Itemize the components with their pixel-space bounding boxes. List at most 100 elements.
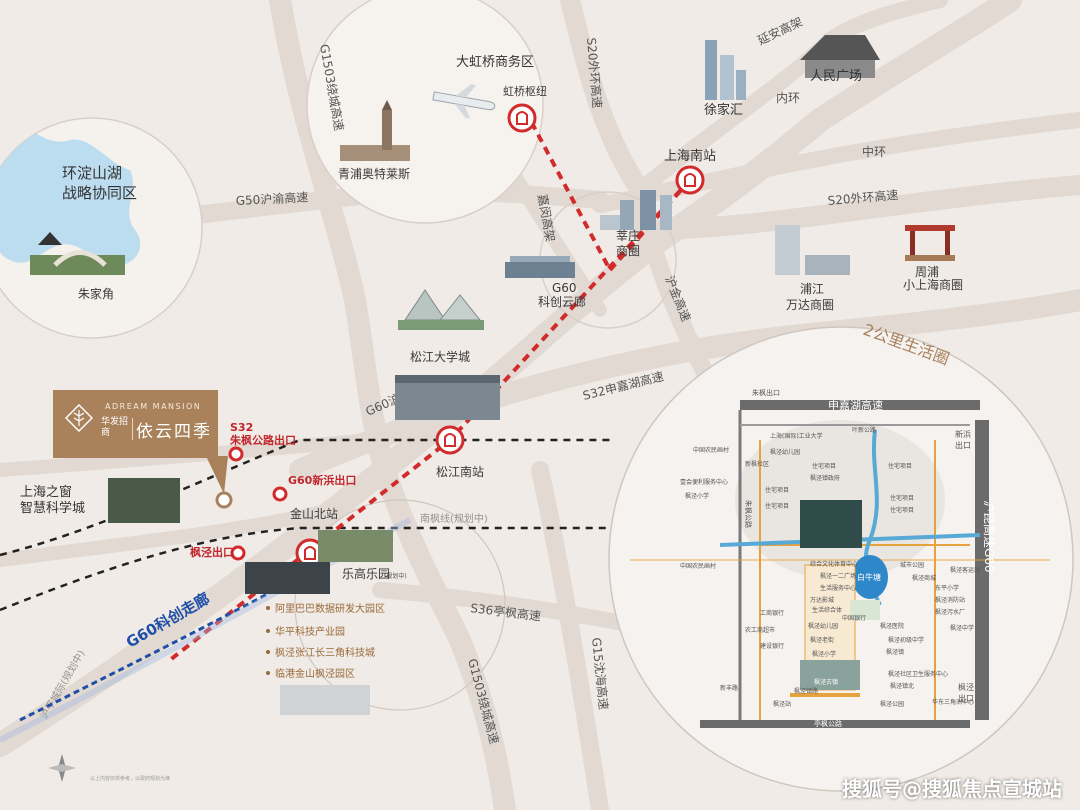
road-label-nanfeng: 南枫线(规划中) xyxy=(420,512,488,525)
label-xujiahui: 徐家汇 xyxy=(704,102,743,118)
label-shanghai-south: 上海南站 xyxy=(664,148,716,164)
zhoupu-gate-icon xyxy=(905,225,955,261)
watermark: 搜狐号@搜狐焦点宣城站 xyxy=(842,777,1062,801)
inset-poi: 工商银行 xyxy=(760,609,784,617)
north-arrow-icon xyxy=(48,754,76,782)
inset-poi: 枫泾公园 xyxy=(880,700,904,708)
inset-poi: 枫泾站 xyxy=(773,700,791,708)
inset-poi: 华东三角洲中心 xyxy=(932,698,974,706)
inset-poi: 枫泾初级中学 xyxy=(888,636,924,644)
inset-inner-road: 叶新公路 xyxy=(852,426,876,434)
xinzhuang-skyline-icon xyxy=(600,190,672,230)
exit-dot-fengjing xyxy=(230,545,246,561)
inset-poi: 生活综合体 xyxy=(812,606,842,614)
inset-poi: 农工商超市 xyxy=(745,626,775,634)
fengjing-park-photo xyxy=(280,685,370,715)
industrial-park-photo xyxy=(245,562,330,594)
brand-en-name: ADREAM MANSION xyxy=(105,402,202,411)
dianshan-lake xyxy=(0,118,141,266)
project-brand-card[interactable]: ADREAM MANSION 华发招商 依云四季 xyxy=(53,390,218,458)
inset-right-top-exit-2: 出口 xyxy=(955,440,971,450)
inset-poi: 枫泾镇北 xyxy=(890,682,914,690)
inset-poi: 中国银行 xyxy=(842,614,866,622)
inset-poi: 枫泾老街 xyxy=(810,636,834,644)
brand-name: 依云四季 xyxy=(136,422,212,442)
hongqiao-station-icon xyxy=(507,103,537,133)
inset-poi: 枫泾消防站 xyxy=(935,596,965,604)
inset-poi: 中国农民画村 xyxy=(693,446,729,454)
leaf-logo-icon xyxy=(65,404,93,432)
inset-right-top-exit-1: 新浜 xyxy=(955,429,971,439)
railway-nanfeng xyxy=(0,526,660,612)
inset-poi: 枫泾客运站 xyxy=(950,566,980,574)
station-markers xyxy=(215,103,705,568)
landmark-icons xyxy=(30,35,955,715)
inset-bottom-label: 枫泾古镇 xyxy=(814,678,838,686)
inset-poi: 枫泾镇政府 xyxy=(810,474,840,482)
label-legoland-note: (规划中) xyxy=(384,572,407,580)
inset-poi: 中国农民画村 xyxy=(680,562,716,570)
jinshan-ring xyxy=(294,499,506,711)
lake-label: 白牛塘 xyxy=(857,572,881,582)
bainiu-lake xyxy=(852,555,888,599)
label-songjiang-south: 松江南站 xyxy=(436,464,484,479)
inset-top-exit: 朱枫出口 xyxy=(752,388,780,397)
label-peoples-square: 人民广场 xyxy=(810,69,862,84)
qingpu-outlets-icon xyxy=(340,100,410,161)
railway-nanfeng-north xyxy=(0,438,610,557)
inset-poi: 住宅项目 xyxy=(890,506,914,514)
road-label-g50: G50沪渝高速 xyxy=(235,189,308,208)
inset-poi: 生活服务中心 xyxy=(820,584,856,592)
window-of-shanghai-photo xyxy=(108,478,180,523)
g60-cloud-corridor-icon xyxy=(505,256,575,278)
inset-poi: 万达影城 xyxy=(810,596,834,604)
label-exit-s32-code: S32 xyxy=(230,421,253,434)
label-pujiang-2: 万达商圈 xyxy=(786,297,834,312)
peoples-square-building-icon xyxy=(800,35,880,78)
brand-developer: 华发招商 xyxy=(101,417,129,438)
corridor-park-4: 临港金山枫泾园区 xyxy=(275,667,355,680)
inset-map: 白牛塘 申嘉湖高速 沪昆高速G60 亭枫公路 朱枫出口 新浜 出口 枫泾 出口 … xyxy=(608,320,1074,792)
jinshan-north-station-icon xyxy=(295,538,325,568)
inset-pois: 上海(国际)工业大学 中国农民画村 枫泾幼儿园 新枫社区 住宅项目 枫泾镇政府 … xyxy=(680,432,980,708)
disclaimer: 以上内容仅供参考，以政府规划为准 xyxy=(90,775,170,782)
label-dianshan-line2: 战略协同区 xyxy=(62,184,137,202)
label-dianshan-line1: 环淀山湖 xyxy=(62,164,122,182)
inset-poi: 枫泾商城 xyxy=(912,574,936,582)
label-exit-fengjing: 枫泾出口 xyxy=(190,545,234,559)
exit-dot-xinbang xyxy=(272,486,288,502)
road-label-middle-ring: 中环 xyxy=(862,144,886,159)
brand-divider xyxy=(132,418,133,440)
inset-bottom-inner-road: 枫泾镇路 xyxy=(794,687,818,695)
inset-top-road: 申嘉湖高速 xyxy=(828,398,883,412)
corridor-parks: 阿里巴巴数据研发大园区 华平科技产业园 枫泾张江长三角科技城 临港金山枫泾园区 xyxy=(266,602,385,680)
label-hongqiao-hub: 虹桥枢纽 xyxy=(503,84,547,98)
inset-bottom-road: 亭枫公路 xyxy=(814,719,842,728)
inset-poi: 枫泾幼儿园 xyxy=(770,448,800,456)
label-songjiang-uni: 松江大学城 xyxy=(410,349,470,364)
inset-poi: 枫泾污水厂 xyxy=(935,608,965,616)
railway-red xyxy=(168,109,692,662)
label-hongqiao-cbd: 大虹桥商务区 xyxy=(456,54,534,70)
inset-poi: 枫泾镇 xyxy=(886,648,904,656)
airplane-icon xyxy=(432,84,496,119)
legoland-photo xyxy=(318,530,393,562)
label-exit-g60: G60新浜出口 xyxy=(288,473,356,487)
project-site-block xyxy=(800,500,862,548)
label-legoland: 乐高乐园 xyxy=(342,566,390,581)
inset-poi: 东平小学 xyxy=(935,584,959,592)
label-zhoupu-2: 小上海商圈 xyxy=(903,277,963,292)
inset-poi: 新枫社区 xyxy=(745,460,769,468)
inset-right-road: 沪昆高速G60 xyxy=(982,500,997,573)
shanghai-south-station-icon xyxy=(675,165,705,195)
label-xinzhuang-2: 商圈 xyxy=(616,243,640,258)
songjiang-south-building-icon xyxy=(395,375,500,420)
place-labels: 环淀山湖 战略协同区 朱家角 大虹桥商务区 虹桥枢纽 青浦奥特莱斯 徐家汇 人民… xyxy=(20,54,963,581)
inset-poi: 枫泾中学 xyxy=(950,624,974,632)
label-jinshan-north: 金山北站 xyxy=(290,506,338,521)
label-g60-2: 科创云廊 xyxy=(538,294,586,309)
label-xinzhuang-1: 莘庄 xyxy=(616,228,640,243)
songjiang-south-station-icon xyxy=(435,425,465,455)
inset-left-road: 朱枫公路 xyxy=(744,500,753,528)
